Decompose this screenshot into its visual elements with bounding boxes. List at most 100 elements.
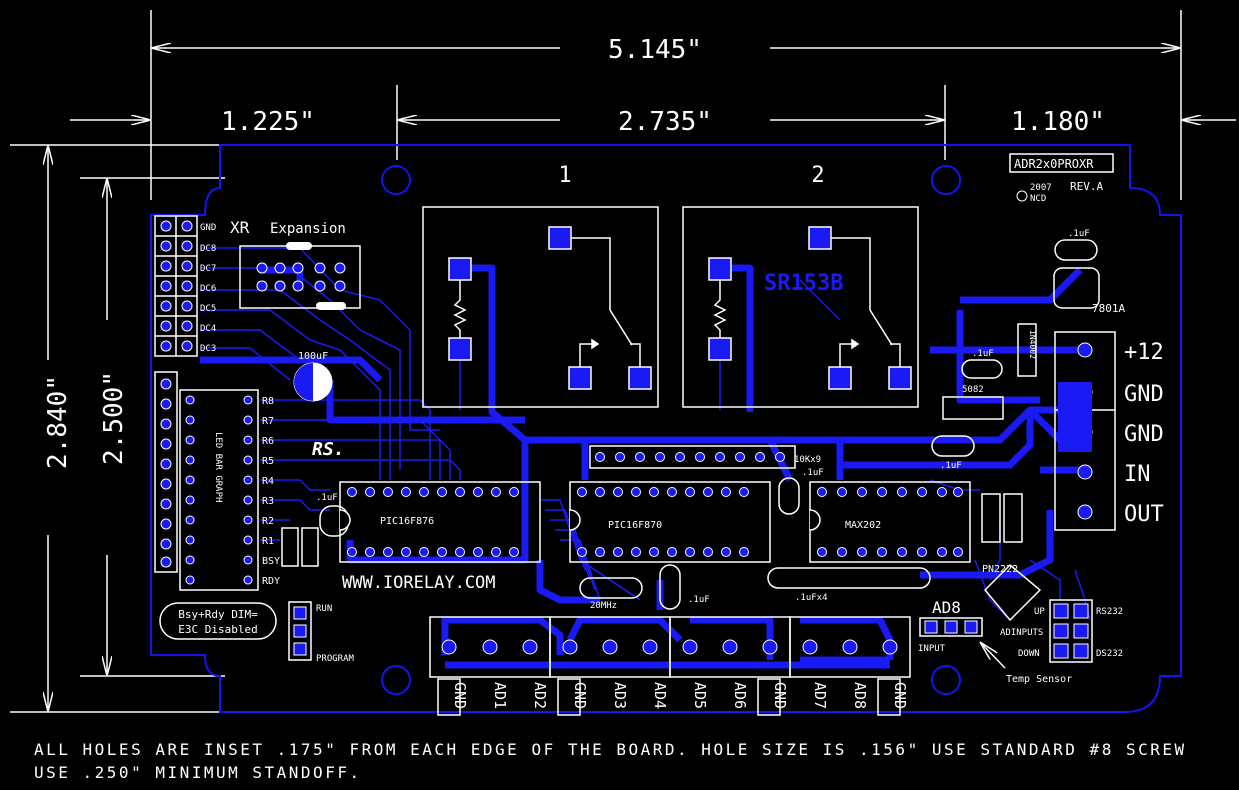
resistor-a bbox=[981, 493, 1001, 543]
diode-power-label: 1N4002 bbox=[1028, 330, 1037, 359]
bottom-terminal-blocks bbox=[429, 616, 911, 678]
transistor bbox=[983, 563, 1042, 622]
rs232-label: RS232 bbox=[1096, 607, 1123, 617]
pin-label-dc5: DC5 bbox=[200, 304, 216, 314]
diode-2-label: 5082 bbox=[962, 385, 984, 395]
relay-1-symbol bbox=[448, 226, 652, 390]
bargraph-body bbox=[179, 389, 259, 591]
led-label-r2: R2 bbox=[262, 516, 274, 527]
bargraph-header-pads bbox=[160, 378, 172, 568]
temp-sensor-arrow bbox=[980, 642, 1006, 669]
cap-array bbox=[767, 567, 931, 589]
cap-power-1 bbox=[961, 359, 1003, 379]
bargraph-label: LED BAR GRAPH bbox=[213, 432, 223, 502]
relay-1-outline bbox=[422, 206, 659, 408]
power-terminal-labels: +12 GND GND IN OUT bbox=[1124, 340, 1164, 527]
xr-header bbox=[154, 215, 198, 357]
run-header-pads bbox=[293, 606, 307, 656]
diode-left-2 bbox=[301, 527, 319, 567]
chip-3-label: MAX202 bbox=[845, 520, 881, 531]
xr-pin-labels: GND DC8 DC7 DC6 DC5 DC4 DC3 bbox=[200, 223, 216, 354]
power-label-gnd-1: GND bbox=[1124, 382, 1164, 407]
expansion-jumper-top bbox=[286, 242, 312, 250]
regulator-label: 7801A bbox=[1092, 302, 1125, 315]
cap-power-1-label: .1uF bbox=[972, 349, 994, 359]
ic-pins bbox=[347, 452, 963, 557]
rs-logo: RS. bbox=[312, 439, 345, 460]
diode-2 bbox=[942, 396, 1004, 420]
regulator bbox=[1053, 267, 1100, 309]
terminal-label-ad2: AD2 bbox=[531, 682, 549, 709]
cap-vertical-label: .1uF bbox=[802, 468, 824, 478]
xr-label: XR bbox=[230, 218, 250, 237]
cap-regulator-label: .1uF bbox=[1068, 229, 1090, 239]
led-label-r4: R4 bbox=[262, 476, 274, 487]
note-line-2: USE .250" MINIMUM STANDOFF. bbox=[34, 763, 362, 782]
ad8-label: AD8 bbox=[932, 598, 961, 617]
input-label: INPUT bbox=[918, 644, 946, 654]
bargraph-header bbox=[154, 371, 178, 573]
led-label-r6: R6 bbox=[262, 436, 274, 447]
chip-1-label: PIC16F876 bbox=[380, 516, 434, 527]
cap-left-label: .1uF bbox=[316, 493, 338, 503]
terminal-label-ad6: AD6 bbox=[731, 682, 749, 709]
dim-hole-spacing: 2.735" bbox=[618, 107, 712, 137]
crystal-label: 20MHz bbox=[590, 601, 617, 611]
expansion-label: Expansion bbox=[270, 221, 346, 237]
dim-overall-height: 2.840" bbox=[43, 375, 73, 469]
relay-2-number: 2 bbox=[811, 163, 824, 188]
chip-2-label: PIC16F870 bbox=[608, 520, 662, 531]
run-header bbox=[288, 601, 312, 661]
traces-thin bbox=[200, 247, 1091, 621]
cap-power-2-label: .1uF bbox=[940, 461, 962, 471]
part-number: ADR2x0PROXR bbox=[1014, 157, 1094, 171]
power-label-out: OUT bbox=[1124, 502, 1164, 527]
power-label-in: IN bbox=[1124, 462, 1151, 487]
resistor-pack-label: 10Kx9 bbox=[794, 455, 821, 465]
power-terminal-ground-fill bbox=[1058, 382, 1092, 452]
expansion-jumper-bottom bbox=[316, 302, 346, 310]
part-number-box bbox=[1009, 153, 1114, 173]
pin-label-dc7: DC7 bbox=[200, 264, 216, 274]
dimension-lines bbox=[10, 10, 1236, 713]
dim-right-offset: 1.180" bbox=[1011, 107, 1105, 137]
copyright-year: 2007 bbox=[1030, 183, 1052, 193]
power-label-12v: +12 bbox=[1124, 340, 1164, 365]
rs232-jumper-block bbox=[1049, 599, 1093, 663]
terminal-label-ad4: AD4 bbox=[651, 682, 669, 709]
ad8-header-pads bbox=[924, 620, 978, 634]
cap-crystal-label: .1uF bbox=[688, 595, 710, 605]
bottom-terminal-labels: GND AD1 AD2 GND AD3 AD4 AD5 AD6 GND AD7 … bbox=[451, 682, 909, 709]
copyright-icon bbox=[1016, 190, 1028, 202]
power-terminal-block bbox=[1054, 331, 1116, 531]
transistor-label: PN2222 bbox=[982, 564, 1018, 575]
bargraph-pads bbox=[185, 395, 253, 585]
led-label-bsy: BSY bbox=[262, 556, 280, 567]
bsy-rdy-note-box bbox=[159, 602, 277, 640]
cap-array-label: .1uFx4 bbox=[795, 593, 828, 603]
cap-vertical bbox=[778, 477, 800, 515]
bsy-rdy-note-line1: Bsy+Rdy DIM= bbox=[178, 608, 258, 621]
bottom-terminal-pads bbox=[441, 639, 898, 655]
power-label-gnd-2: GND bbox=[1124, 422, 1164, 447]
ic-notches bbox=[339, 509, 821, 531]
diode-left-1 bbox=[281, 527, 299, 567]
relay-part-label: SR153B bbox=[764, 271, 843, 296]
terminal-label-ad8: AD8 bbox=[851, 682, 869, 709]
relay-2-symbol bbox=[708, 226, 912, 390]
ad-inputs-label: ADINPUTS bbox=[1000, 628, 1043, 638]
maker-label: NCD bbox=[1030, 194, 1046, 204]
led-label-r1: R1 bbox=[262, 536, 274, 547]
diode-power bbox=[1017, 323, 1037, 377]
xr-header-pads bbox=[160, 220, 193, 352]
terminal-label-gnd-4: GND bbox=[891, 682, 909, 709]
down-label: DOWN bbox=[1018, 649, 1040, 659]
revision-label: REV.A bbox=[1070, 180, 1103, 193]
board-outline bbox=[150, 144, 1182, 713]
relay-2-outline bbox=[682, 206, 919, 408]
led-label-r5: R5 bbox=[262, 456, 274, 467]
terminal-label-ad3: AD3 bbox=[611, 682, 629, 709]
relay-1-number: 1 bbox=[558, 163, 571, 188]
pin-label-dc4: DC4 bbox=[200, 324, 216, 334]
